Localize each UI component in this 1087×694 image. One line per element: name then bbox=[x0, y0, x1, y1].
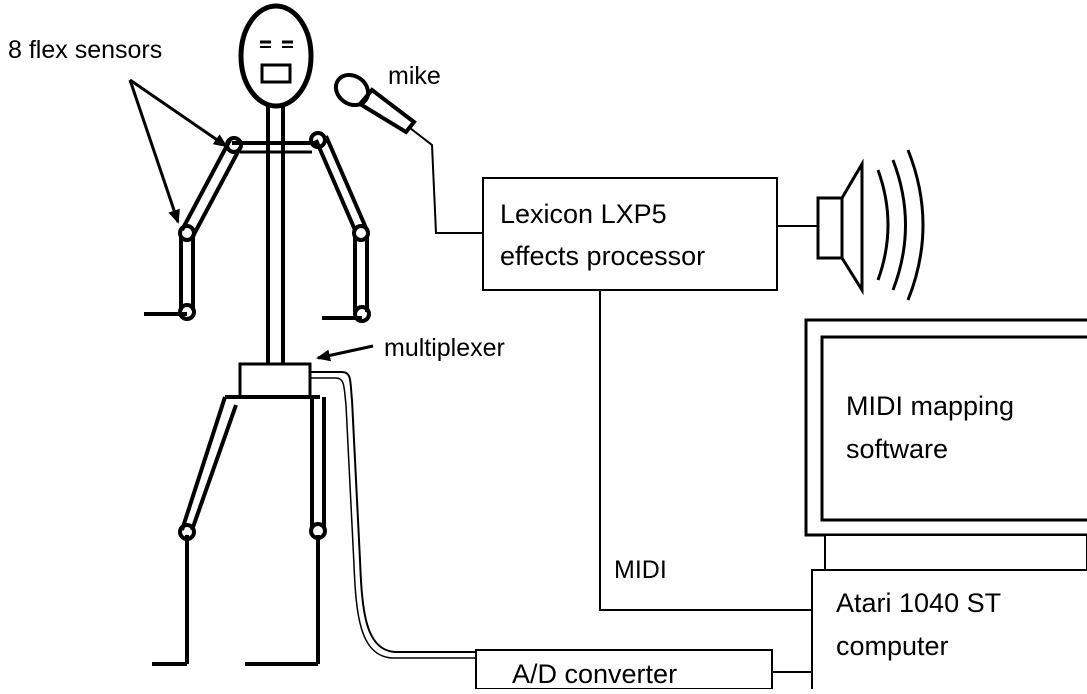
effects-processor-box bbox=[482, 177, 778, 291]
ad-converter-label: A/D converter bbox=[512, 659, 677, 689]
monitor-line1: MIDI mapping bbox=[846, 391, 1014, 421]
sensor-cable bbox=[310, 371, 476, 653]
midi-cable bbox=[599, 290, 812, 611]
computer-line2: computer bbox=[836, 631, 949, 661]
mouth bbox=[260, 63, 292, 84]
performer-figure bbox=[144, 3, 371, 666]
computer-line1: Atari 1040 ST bbox=[836, 588, 1001, 618]
effects-processor-line1: Lexicon LXP5 bbox=[500, 199, 667, 229]
flex-sensor-joint bbox=[352, 224, 370, 242]
flex-sensor-joint bbox=[178, 303, 196, 321]
flex-sensor-arrow bbox=[128, 79, 180, 224]
mike-label: mike bbox=[388, 62, 441, 90]
flex-sensors-label: 8 flex sensors bbox=[8, 36, 162, 64]
performer-head bbox=[238, 3, 314, 109]
multiplexer-box bbox=[238, 362, 312, 399]
effects-processor-line2: effects processor bbox=[500, 241, 705, 271]
flex-sensor-joint bbox=[178, 224, 196, 242]
right-leg bbox=[245, 397, 327, 666]
monitor-line2: software bbox=[846, 434, 948, 464]
microphone-icon bbox=[333, 72, 486, 234]
flex-sensor-joint bbox=[309, 522, 327, 540]
sound-waves-icon bbox=[876, 149, 925, 301]
flex-sensor-arrow bbox=[129, 78, 228, 148]
monitor bbox=[804, 318, 1087, 571]
right-arm bbox=[309, 131, 371, 323]
multiplexer-arrow bbox=[316, 344, 374, 362]
multiplexer-label: multiplexer bbox=[384, 334, 505, 362]
computer-box bbox=[811, 569, 1087, 689]
left-arm bbox=[144, 136, 243, 321]
speaker-icon bbox=[816, 158, 864, 296]
left-leg bbox=[152, 395, 320, 666]
monitor-screen bbox=[820, 335, 1087, 522]
monitor-stand bbox=[824, 534, 1087, 571]
flex-sensor-joint bbox=[178, 523, 196, 541]
midi-label: MIDI bbox=[614, 556, 667, 584]
flex-sensor-joint bbox=[309, 131, 327, 149]
flex-sensor-joint bbox=[353, 305, 371, 323]
